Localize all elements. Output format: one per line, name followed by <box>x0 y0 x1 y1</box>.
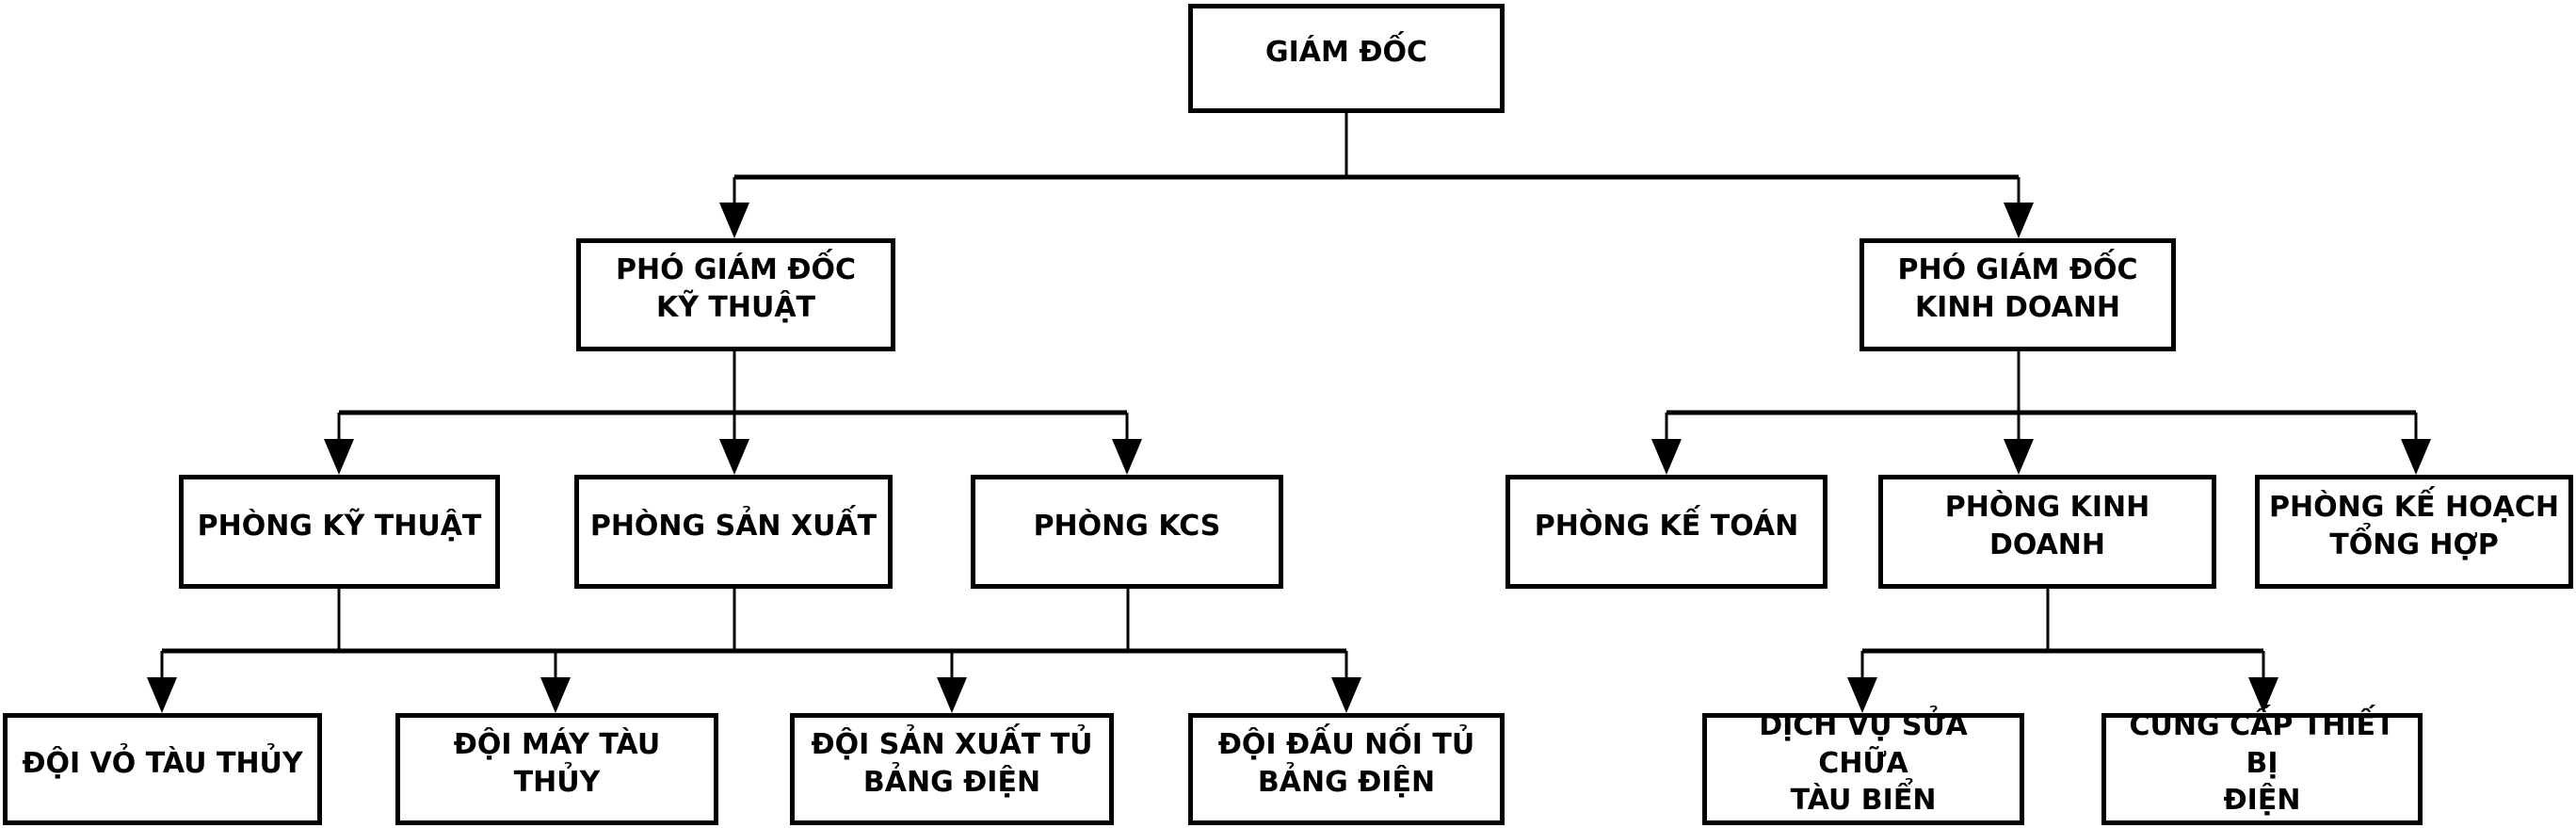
org-node-phong-san-xuat: PHÒNG SẢN XUẤT <box>574 475 893 589</box>
org-node-label: PHÒNG KẾ HOẠCH TỔNG HỢP <box>2269 490 2559 561</box>
arrowhead-down-icon <box>2401 439 2431 475</box>
org-node-label: PHÓ GIÁM ĐỐC KỸ THUẬT <box>616 253 856 324</box>
org-node-doi-dau-noi-tu-bang-dien: ĐỘI ĐẤU NỐI TỦ BẢNG ĐIỆN <box>1188 713 1505 825</box>
arrowhead-down-icon <box>937 677 967 713</box>
arrowhead-down-icon <box>1651 439 1682 475</box>
org-node-label: PHÒNG KỸ THUẬT <box>197 509 482 543</box>
org-node-label: ĐỘI SẢN XUẤT TỦ BẢNG ĐIỆN <box>811 727 1093 799</box>
org-node-pho-giam-doc-kinh-doanh: PHÓ GIÁM ĐỐC KINH DOANH <box>1860 238 2176 351</box>
arrowhead-down-icon <box>540 677 571 713</box>
arrowhead-down-icon <box>324 439 354 475</box>
arrowhead-down-icon <box>1331 677 1361 713</box>
org-node-label: PHÒNG KẾ TOÁN <box>1534 509 1799 543</box>
arrowhead-down-icon <box>719 203 749 238</box>
org-node-phong-ky-thuat: PHÒNG KỸ THUẬT <box>179 475 500 589</box>
arrowhead-down-icon <box>1847 677 1877 713</box>
arrowhead-down-icon <box>1112 439 1142 475</box>
org-node-label: ĐỘI MÁY TÀU THỦY <box>453 727 661 799</box>
org-node-phong-ke-toan: PHÒNG KẾ TOÁN <box>1505 475 1827 589</box>
arrowhead-down-icon <box>147 677 177 713</box>
arrowhead-down-icon <box>719 439 749 475</box>
org-node-doi-vo-tau-thuy: ĐỘI VỎ TÀU THỦY <box>3 713 322 825</box>
org-node-label: CUNG CẤP THIẾT BỊ ĐIỆN <box>2129 709 2395 818</box>
arrowhead-down-icon <box>2248 677 2278 713</box>
org-node-label: DỊCH VỤ SỬA CHỮA TÀU BIỂN <box>1759 709 1968 818</box>
org-node-label: ĐỘI ĐẤU NỐI TỦ BẢNG ĐIỆN <box>1217 727 1475 799</box>
org-node-label: PHÓ GIÁM ĐỐC KINH DOANH <box>1897 253 2138 324</box>
org-node-doi-may-tau-thuy: ĐỘI MÁY TÀU THỦY <box>395 713 718 825</box>
arrowhead-down-icon <box>2004 439 2034 475</box>
org-node-label: PHÒNG SẢN XUẤT <box>589 509 877 543</box>
org-node-phong-kinh-doanh: PHÒNG KINH DOANH <box>1878 475 2216 589</box>
org-node-phong-kcs: PHÒNG KCS <box>971 475 1283 589</box>
org-node-dich-vu-sua-chua-tau-bien: DỊCH VỤ SỬA CHỮA TÀU BIỂN <box>1702 709 2024 825</box>
org-node-giam-doc: GIÁM ĐỐC <box>1188 4 1505 113</box>
org-node-label: PHÒNG KINH DOANH <box>1944 490 2150 561</box>
org-node-label: PHÒNG KCS <box>1033 509 1221 543</box>
org-node-pho-giam-doc-ky-thuat: PHÓ GIÁM ĐỐC KỸ THUẬT <box>576 238 895 351</box>
org-node-doi-san-xuat-tu-bang-dien: ĐỘI SẢN XUẤT TỦ BẢNG ĐIỆN <box>790 713 1114 825</box>
org-node-label: ĐỘI VỎ TÀU THỦY <box>22 746 303 780</box>
org-node-cung-cap-thiet-bi-dien: CUNG CẤP THIẾT BỊ ĐIỆN <box>2101 709 2423 825</box>
arrowhead-down-icon <box>2004 203 2034 238</box>
org-node-label: GIÁM ĐỐC <box>1265 36 1427 70</box>
org-node-phong-ke-hoach-tong-hop: PHÒNG KẾ HOẠCH TỔNG HỢP <box>2255 475 2573 589</box>
